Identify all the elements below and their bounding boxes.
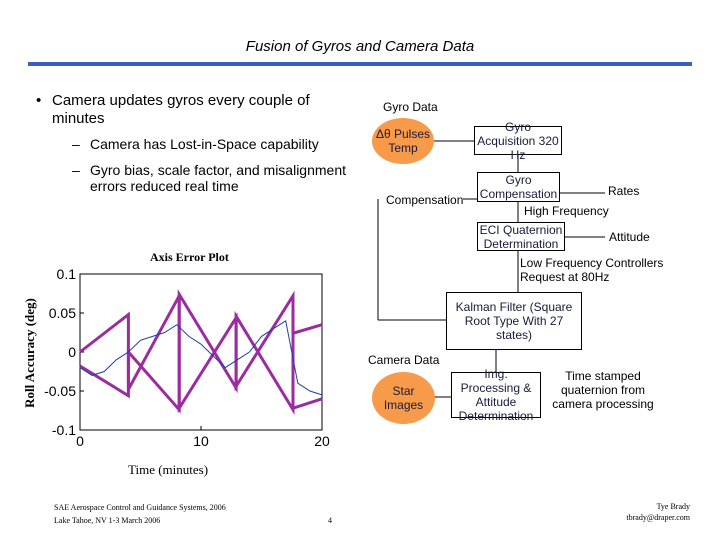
rates-label: Rates (608, 184, 640, 198)
eci-quaternion-text: ECI Quaternion Determination (479, 222, 563, 251)
pulses-oval-text: Δθ Pulses Temp (375, 127, 431, 155)
camera-data-label: Camera Data (368, 353, 440, 367)
y-tick-label: 0 (68, 344, 76, 360)
y-tick-label: 0.05 (49, 305, 76, 321)
low-frequency-label: Low Frequency Controllers Request at 80H… (520, 256, 664, 284)
timestamp-label: Time stamped quaternion from camera proc… (552, 369, 654, 411)
star-images-oval: Star Images (372, 372, 435, 424)
eci-quaternion-box: ECI Quaternion Determination (477, 222, 565, 251)
gyro-data-label: Gyro Data (383, 100, 438, 114)
slide-title: Fusion of Gyros and Camera Data (245, 38, 475, 55)
y-tick-label: 0.1 (57, 266, 77, 282)
series-line-3 (79, 319, 323, 396)
x-tick-label: 20 (314, 433, 330, 449)
sub-bullet-2: – Gyro bias, scale factor, and misalignm… (72, 162, 372, 194)
sub-bullet-1-text: Camera has Lost-in-Space capability (90, 136, 319, 152)
series-line-2 (79, 288, 323, 416)
bullet-dot: • (36, 92, 42, 109)
star-images-text: Star Images (383, 384, 424, 412)
kalman-filter-box: Kalman Filter (Square Root Type With 27 … (446, 292, 582, 350)
x-tick-label: 0 (76, 433, 84, 449)
plot-frame (79, 273, 323, 431)
plot-ylabel: Roll Accuracy (deg) (22, 298, 37, 408)
footer-email: tbrady@draper.com (626, 513, 690, 522)
gyro-compensation-box: Gyro Compensation (477, 172, 560, 202)
footer-location: Lake Tahoe, NV 1-3 March 2006 (54, 516, 161, 525)
kalman-filter-text: Kalman Filter (Square Root Type With 27 … (455, 300, 573, 342)
attitude-label: Attitude (609, 230, 650, 244)
plot-xlabel: Time (minutes) (128, 462, 209, 477)
compensation-label: Compensation (386, 193, 464, 207)
x-tick-label: 10 (193, 433, 209, 449)
title-rule (28, 62, 692, 66)
gyro-compensation-text: Gyro Compensation (479, 173, 558, 201)
high-frequency-label: High Frequency (524, 204, 609, 218)
page-number: 4 (328, 516, 332, 525)
footer-author: Tye Brady (656, 502, 690, 511)
sub-bullet-2-text: Gyro bias, scale factor, and misalignmen… (90, 162, 347, 194)
sub-bullet-1: – Camera has Lost-in-Space capability (72, 136, 372, 152)
sub-bullet-dash: – (72, 162, 80, 178)
main-bullet-text: Camera updates gyros every couple of min… (52, 92, 310, 127)
sub-bullet-dash: – (72, 136, 80, 152)
gyro-acquisition-text: Gyro Acquisition 320 Hz (477, 119, 559, 162)
img-processing-text: Img. Processing & Attitude Determination (458, 367, 534, 423)
plot-title: Axis Error Plot (150, 250, 229, 264)
main-bullet: • Camera updates gyros every couple of m… (36, 92, 356, 128)
y-tick-label: -0.05 (44, 383, 76, 399)
gyro-acquisition-box: Gyro Acquisition 320 Hz (474, 120, 562, 162)
footer-conference: SAE Aerospace Control and Guidance Syste… (54, 503, 226, 512)
y-tick-label: -0.1 (52, 422, 76, 438)
pulses-oval: Δθ Pulses Temp (372, 118, 434, 164)
img-processing-box: Img. Processing & Attitude Determination (451, 367, 541, 423)
